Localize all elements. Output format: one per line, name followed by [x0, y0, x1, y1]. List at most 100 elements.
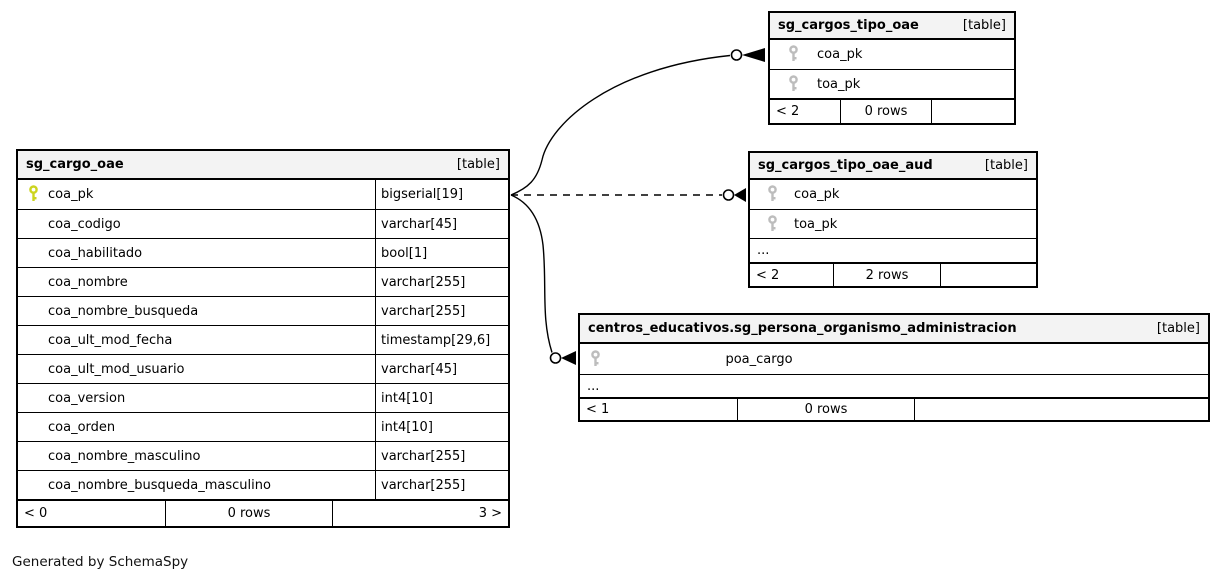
table-header[interactable]: sg_cargo_oae [table] [18, 151, 508, 180]
icon-spacer [18, 442, 48, 470]
icon-spacer [18, 326, 48, 354]
table-tag: [table] [1156, 321, 1200, 336]
primary-key-icon [18, 180, 48, 209]
column-type: varchar[45] [375, 210, 504, 238]
table-footer: < 2 0 rows [770, 98, 1014, 123]
column-row-coa_pk: coa_pk [750, 180, 1036, 209]
icon-spacer [18, 355, 48, 383]
column-name: toa_pk [794, 216, 838, 232]
table-tag: [table] [962, 18, 1006, 33]
key-icon [580, 344, 610, 374]
column-name: poa_cargo [725, 351, 793, 367]
table-sg_cargos_tipo_oae: sg_cargos_tipo_oae [table] coa_pk toa_pk < 2… [768, 11, 1016, 125]
footer-children-count: < 0 [24, 506, 48, 521]
icon-spacer [18, 210, 48, 238]
table-tag: [table] [456, 157, 500, 172]
footer-children-count: < 1 [586, 402, 610, 417]
column-row-coa_codigo: coa_codigo varchar[45] [18, 209, 508, 238]
arrowhead-icon [742, 48, 765, 62]
zero-or-one-circle [549, 352, 562, 364]
table-sg_cargos_tipo_oae_aud: sg_cargos_tipo_oae_aud [table] coa_pk toa_p… [748, 151, 1038, 288]
zero-or-one-circle [722, 189, 735, 201]
column-type: varchar[255] [375, 471, 504, 499]
table-header[interactable]: sg_cargos_tipo_oae [table] [770, 13, 1014, 40]
key-icon [770, 40, 817, 69]
footer-row-count: 2 rows [833, 264, 940, 286]
more-columns-row: ... [750, 238, 1036, 262]
column-row-coa_nombre: coa_nombre varchar[255] [18, 267, 508, 296]
footer-row-count: 0 rows [840, 100, 931, 123]
icon-spacer [18, 239, 48, 267]
arrowhead-icon [734, 188, 746, 202]
column-row-coa_nombre_masculino: coa_nombre_masculino varchar[255] [18, 441, 508, 470]
connector-sg_persona_organismo_administracion [510, 194, 576, 365]
column-row-coa_nombre_busqueda: coa_nombre_busqueda varchar[255] [18, 296, 508, 325]
generated-by-note: Generated by SchemaSpy [12, 554, 189, 570]
column-type: varchar[45] [375, 355, 504, 383]
connector-sg_cargos_tipo_oae_aud [511, 188, 746, 202]
table-name[interactable]: sg_cargos_tipo_oae [778, 18, 919, 33]
column-type: varchar[255] [375, 297, 504, 325]
table-footer: < 1 0 rows [580, 397, 1208, 420]
column-type: bigserial[19] [375, 180, 504, 209]
column-row-coa_pk: coa_pk [770, 40, 1014, 69]
table-header[interactable]: sg_cargos_tipo_oae_aud [table] [750, 153, 1036, 180]
key-icon [750, 180, 794, 209]
table-tag: [table] [984, 158, 1028, 173]
column-type: int4[10] [375, 413, 504, 441]
column-name: coa_nombre_busqueda_masculino [48, 477, 271, 493]
icon-spacer [18, 471, 48, 499]
column-type: varchar[255] [375, 442, 504, 470]
column-name: coa_ult_mod_fecha [48, 332, 173, 348]
footer-row-count: 0 rows [737, 399, 914, 420]
column-row-coa_nombre_busqueda_masculino: coa_nombre_busqueda_masculino varchar[255… [18, 470, 508, 499]
footer-children-count: < 2 [776, 104, 800, 119]
table-name[interactable]: sg_cargos_tipo_oae_aud [758, 158, 933, 173]
icon-spacer [18, 413, 48, 441]
icon-spacer [18, 268, 48, 296]
column-name: coa_nombre_busqueda [48, 303, 199, 319]
column-row-coa_ult_mod_usuario: coa_ult_mod_usuario varchar[45] [18, 354, 508, 383]
table-centros_educativos.sg_persona_organismo_administracion: centros_educativos.sg_persona_organismo_… [578, 313, 1210, 422]
column-row-coa_ult_mod_fecha: coa_ult_mod_fecha timestamp[29,6] [18, 325, 508, 354]
column-type: varchar[255] [375, 268, 504, 296]
table-name[interactable]: sg_cargo_oae [26, 157, 124, 172]
column-name: coa_orden [48, 419, 116, 435]
footer-parents-count [914, 399, 1208, 420]
footer-parents-count [940, 264, 1036, 286]
column-name: coa_pk [794, 187, 840, 202]
column-row-toa_pk: toa_pk [750, 209, 1036, 238]
column-name: toa_pk [817, 76, 861, 92]
column-name: coa_pk [817, 47, 863, 62]
column-row-coa_habilitado: coa_habilitado bool[1] [18, 238, 508, 267]
zero-or-one-circle [730, 49, 743, 61]
column-row-coa_orden: coa_orden int4[10] [18, 412, 508, 441]
table-header[interactable]: centros_educativos.sg_persona_organismo_… [580, 315, 1208, 344]
table-name[interactable]: centros_educativos.sg_persona_organismo_… [588, 321, 1017, 336]
column-name: coa_version [48, 390, 126, 406]
arrowhead-icon [561, 351, 576, 365]
column-name: coa_codigo [48, 216, 121, 232]
column-name: coa_nombre [48, 274, 128, 290]
column-type: bool[1] [375, 239, 504, 267]
column-name: coa_nombre_masculino [48, 448, 201, 464]
footer-parents-count: 3 > [332, 501, 508, 526]
connector-sg_cargos_tipo_oae [510, 48, 765, 196]
key-icon [770, 70, 817, 98]
column-name: coa_ult_mod_usuario [48, 361, 185, 377]
icon-spacer [18, 297, 48, 325]
more-columns-row: ... [580, 374, 1208, 397]
column-name: coa_pk [48, 187, 94, 202]
column-name: coa_habilitado [48, 245, 143, 261]
column-type: timestamp[29,6] [375, 326, 504, 354]
column-row-coa_pk: coa_pk bigserial[19] [18, 180, 508, 209]
column-row-toa_pk: toa_pk [770, 69, 1014, 98]
footer-row-count: 0 rows [165, 501, 332, 526]
footer-parents-count [931, 100, 1014, 123]
key-icon [750, 210, 794, 238]
